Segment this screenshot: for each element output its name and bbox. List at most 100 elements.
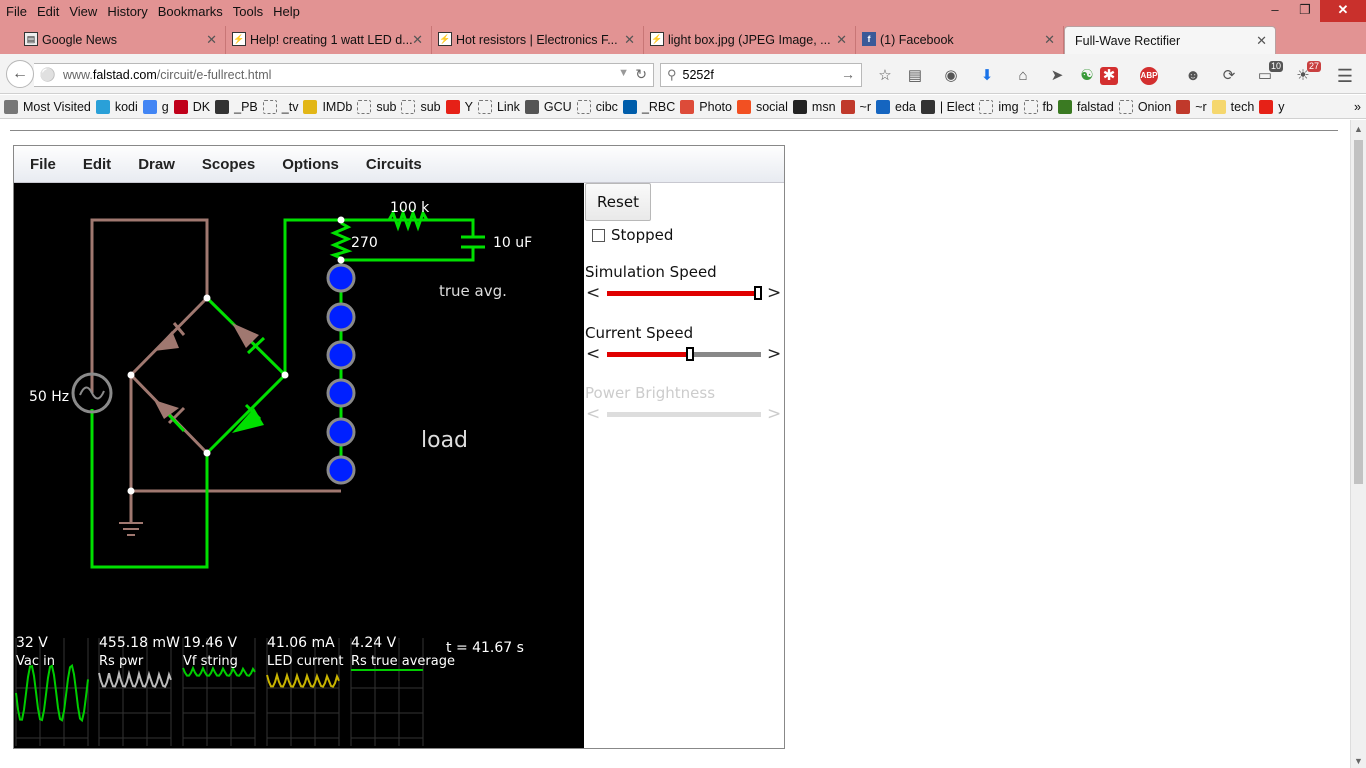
menu-history[interactable]: History bbox=[107, 3, 148, 19]
reset-button[interactable]: Reset bbox=[585, 183, 651, 221]
stopped-checkbox[interactable]: Stopped bbox=[592, 226, 673, 244]
current-speed-slider[interactable]: < > bbox=[585, 344, 784, 365]
weather-icon[interactable]: ☀27 bbox=[1296, 61, 1321, 84]
chat-icon[interactable]: ☻ bbox=[1185, 67, 1201, 84]
applet-menu-scopes[interactable]: Scopes bbox=[201, 155, 256, 173]
scope-5[interactable]: 4.24 VRs true average bbox=[350, 635, 455, 746]
bookmark-item[interactable]: _RBC bbox=[622, 99, 675, 114]
bookmarks-overflow-icon[interactable]: » bbox=[1354, 99, 1361, 114]
hamburger-menu-icon[interactable]: ☰ bbox=[1336, 66, 1354, 86]
dropdown-icon[interactable]: ▼ bbox=[618, 67, 629, 79]
bookmark-item[interactable]: msn bbox=[792, 99, 836, 114]
bookmark-item[interactable]: Most Visited bbox=[4, 99, 91, 114]
home-icon[interactable]: ⌂ bbox=[1018, 67, 1028, 84]
back-button[interactable]: ← bbox=[6, 60, 34, 88]
tab-close-icon[interactable]: ✕ bbox=[1044, 32, 1055, 47]
applet-menu-options[interactable]: Options bbox=[282, 155, 339, 173]
menu-bookmarks[interactable]: Bookmarks bbox=[157, 3, 223, 19]
applet-menu-edit[interactable]: Edit bbox=[82, 155, 112, 173]
extension-icon[interactable]: ☯ bbox=[1080, 67, 1094, 84]
bookmark-item[interactable]: _tv bbox=[262, 99, 298, 114]
tab-close-icon[interactable]: ✕ bbox=[624, 32, 635, 47]
bookmark-item[interactable]: img bbox=[979, 99, 1019, 114]
scroll-thumb[interactable] bbox=[1354, 140, 1363, 484]
notifications-icon[interactable]: ▭10 bbox=[1257, 61, 1283, 84]
bookmark-item[interactable]: Y bbox=[445, 99, 473, 114]
tab-close-icon[interactable]: ✕ bbox=[206, 32, 217, 47]
slider-track[interactable] bbox=[607, 286, 762, 300]
star-icon[interactable]: ☆ bbox=[878, 67, 892, 84]
bookmark-item[interactable]: fb bbox=[1023, 99, 1053, 114]
close-button[interactable]: ✕ bbox=[1320, 0, 1366, 22]
minimize-button[interactable]: – bbox=[1271, 2, 1279, 17]
circuit-canvas[interactable]: 100 k 270 10 uF true avg. load 50 Hz 32 … bbox=[14, 183, 584, 748]
pocket-icon[interactable]: ◉ bbox=[944, 67, 958, 84]
sim-speed-slider[interactable]: < > bbox=[585, 283, 784, 304]
sync-icon[interactable]: ⟳ bbox=[1222, 67, 1236, 84]
reading-list-icon[interactable]: ▤ bbox=[907, 67, 923, 84]
slider-track[interactable] bbox=[607, 347, 761, 361]
search-go-icon[interactable]: → bbox=[841, 66, 855, 82]
bookmark-item[interactable]: Photo bbox=[680, 99, 732, 114]
bookmark-item[interactable]: cibc bbox=[576, 99, 618, 114]
chevron-right-icon[interactable]: > bbox=[767, 344, 782, 364]
bookmark-item[interactable]: social bbox=[736, 99, 788, 114]
puzzle-icon[interactable]: ✱ bbox=[1100, 67, 1118, 85]
tab-google-news[interactable]: ▤ Google News ✕ bbox=[18, 26, 226, 54]
applet-menu-file[interactable]: File bbox=[30, 155, 56, 173]
bookmark-item[interactable]: ~r bbox=[840, 99, 871, 114]
applet-menu-circuits[interactable]: Circuits bbox=[365, 155, 422, 173]
tab-close-icon[interactable]: ✕ bbox=[836, 32, 847, 47]
bookmark-item[interactable]: falstad bbox=[1057, 99, 1114, 114]
tab-light-box[interactable]: ⚡ light box.jpg (JPEG Image, ... ✕ bbox=[644, 26, 856, 54]
applet-menu-draw[interactable]: Draw bbox=[138, 155, 175, 173]
tab-hot-resistors[interactable]: ⚡ Hot resistors | Electronics F... ✕ bbox=[432, 26, 644, 54]
bookmark-item[interactable]: y bbox=[1259, 99, 1285, 114]
bookmark-item[interactable]: GCU bbox=[524, 99, 572, 114]
download-icon[interactable]: ⬇ bbox=[980, 67, 994, 84]
menu-edit[interactable]: Edit bbox=[36, 3, 60, 19]
scroll-up-icon[interactable]: ▲ bbox=[1354, 124, 1363, 134]
chevron-right-icon[interactable]: > bbox=[767, 283, 782, 303]
reload-icon[interactable]: ↻ bbox=[635, 66, 647, 82]
search-bar[interactable]: ⚲ 5252f → bbox=[660, 63, 862, 87]
bookmark-item[interactable]: _PB bbox=[215, 99, 258, 114]
bookmark-item[interactable]: Onion bbox=[1118, 99, 1171, 114]
adblock-icon[interactable]: ABP bbox=[1140, 67, 1158, 85]
slider-thumb[interactable] bbox=[754, 286, 762, 300]
scroll-down-icon[interactable]: ▼ bbox=[1354, 756, 1363, 766]
search-input[interactable]: 5252f bbox=[682, 68, 714, 82]
circuit-drawing[interactable]: 100 k 270 10 uF true avg. load 50 Hz 32 … bbox=[14, 183, 584, 748]
bookmark-item[interactable]: | Elect bbox=[920, 99, 974, 114]
chevron-left-icon[interactable]: < bbox=[586, 283, 601, 303]
slider-thumb[interactable] bbox=[686, 347, 694, 361]
scope-3[interactable]: 19.46 VVf string bbox=[182, 635, 256, 746]
tab-close-icon[interactable]: ✕ bbox=[1256, 33, 1267, 48]
tab-help-creating-led[interactable]: ⚡ Help! creating 1 watt LED d... ✕ bbox=[226, 26, 432, 54]
menu-view[interactable]: View bbox=[69, 3, 98, 19]
tab-close-icon[interactable]: ✕ bbox=[412, 32, 423, 47]
bookmark-item[interactable]: tech bbox=[1211, 99, 1254, 114]
menu-tools[interactable]: Tools bbox=[232, 3, 264, 19]
scrollbar[interactable]: ▲ ▼ bbox=[1350, 120, 1366, 768]
bookmark-item[interactable]: sub bbox=[357, 99, 396, 114]
bookmark-item[interactable]: IMDb bbox=[303, 99, 352, 114]
bookmark-item[interactable]: eda bbox=[876, 99, 916, 114]
bookmark-item[interactable]: sub bbox=[401, 99, 441, 114]
send-icon[interactable]: ➤ bbox=[1050, 67, 1064, 84]
tab-full-wave-rectifier[interactable]: Full-Wave Rectifier ✕ bbox=[1064, 26, 1276, 54]
checkbox-box[interactable] bbox=[592, 228, 605, 242]
menu-file[interactable]: File bbox=[6, 3, 27, 19]
bookmark-item[interactable]: DK bbox=[173, 99, 210, 114]
bookmark-item[interactable]: Link bbox=[477, 99, 520, 114]
bookmark-item[interactable]: ~r bbox=[1176, 99, 1207, 114]
menu-help[interactable]: Help bbox=[273, 3, 300, 19]
tab-facebook[interactable]: f (1) Facebook ✕ bbox=[856, 26, 1064, 54]
bookmark-item[interactable]: kodi bbox=[95, 99, 138, 114]
maximize-button[interactable]: ❐ bbox=[1299, 2, 1311, 17]
url-bar[interactable]: ⚪ www.falstad.com/circuit/e-fullrect.htm… bbox=[34, 63, 654, 87]
